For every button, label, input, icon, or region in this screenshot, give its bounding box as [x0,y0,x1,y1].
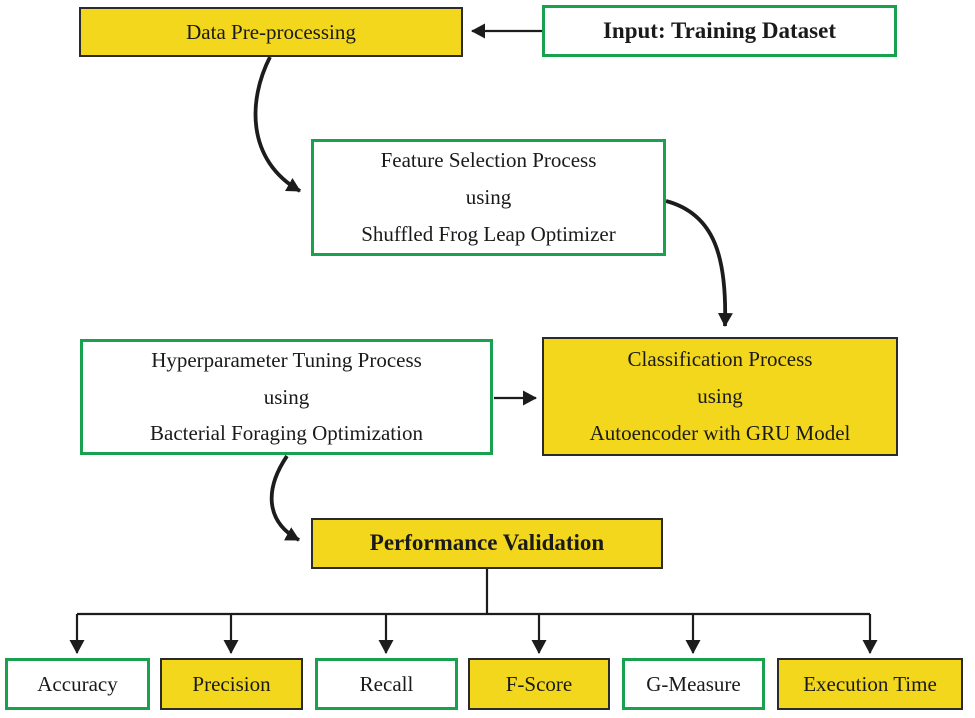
node-data-preprocessing: Data Pre-processing [79,7,463,57]
node-classification: Classification Process using Autoencoder… [542,337,898,456]
node-performance-validation: Performance Validation [311,518,663,569]
node-hyperparameter-tuning: Hyperparameter Tuning Process using Bact… [80,339,493,455]
node-feature-selection: Feature Selection Process using Shuffled… [311,139,666,256]
node-metric-precision: Precision [160,658,303,710]
node-metric-recall: Recall [315,658,458,710]
node-metric-execution-time: Execution Time [777,658,963,710]
node-input-training-dataset: Input: Training Dataset [542,5,897,57]
node-metric-fscore: F-Score [468,658,610,710]
node-metric-accuracy: Accuracy [5,658,150,710]
arrow-feature-selection-to-classification [665,199,733,327]
arrow-hyperparameter-to-validation [269,454,300,542]
node-metric-gmeasure: G-Measure [622,658,765,710]
arrow-preprocessing-to-feature-selection [253,56,301,193]
